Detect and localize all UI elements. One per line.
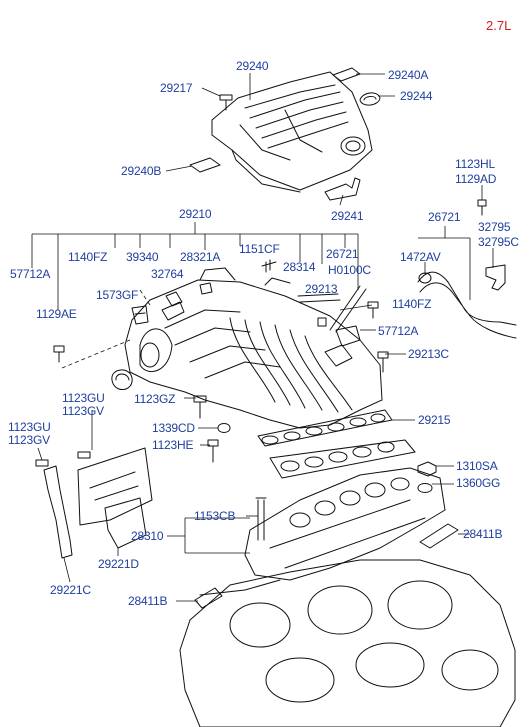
part-label-29221D[interactable]: 29221D (98, 557, 139, 571)
bolt-1123GU-b (35, 459, 49, 467)
part-label-57712A-right[interactable]: 57712A (378, 324, 419, 338)
part-label-1123GZ[interactable]: 1123GZ (134, 392, 176, 406)
part-label-29241[interactable]: 29241 (331, 209, 364, 223)
pipe-H0100C (329, 285, 367, 333)
fitting-29213 (317, 317, 327, 327)
part-label-1123HL[interactable]: 1123HL (455, 157, 495, 171)
bolt-1123HL (477, 199, 487, 216)
part-label-29221C[interactable]: 29221C (50, 583, 91, 597)
washer-1339CD (217, 423, 231, 433)
stud-1153CB (255, 497, 267, 541)
part-label-1129AE[interactable]: 1129AE (36, 307, 77, 321)
part-label-1123HE[interactable]: 1123HE (152, 438, 194, 452)
plug-28321A (199, 282, 213, 295)
engine-version-label: 2.7L (486, 18, 512, 33)
gasket-28411B-right (419, 523, 459, 549)
part-label-28411B-right[interactable]: 28411B (463, 527, 503, 541)
bolt-29217 (219, 94, 233, 111)
part-label-1472AV[interactable]: 1472AV (400, 250, 441, 264)
part-label-1123GU-upper[interactable]: 1123GU (62, 391, 105, 405)
part-label-28411B-left[interactable]: 28411B (128, 594, 168, 608)
part-label-28310[interactable]: 28310 (131, 529, 164, 543)
part-label-32795[interactable]: 32795 (478, 220, 511, 234)
gasket-28411B-left (194, 587, 223, 609)
part-label-1123GU-lower[interactable]: 1123GU (8, 420, 51, 434)
intake-manifold (124, 267, 383, 429)
part-label-57712A-left[interactable]: 57712A (10, 267, 51, 281)
lower-manifold (244, 467, 446, 581)
lower-gasket (269, 439, 416, 479)
part-label-1151CF[interactable]: 1151CF (239, 242, 280, 256)
bracket-32764 (161, 301, 185, 321)
sensor-1573GF (131, 305, 149, 325)
part-label-1140FZ-right[interactable]: 1140FZ (392, 297, 432, 311)
bracket-29241 (324, 177, 361, 201)
part-label-26721-hose[interactable]: 26721 (428, 210, 461, 224)
part-label-32795C[interactable]: 32795C (478, 235, 519, 249)
part-label-28321A[interactable]: 28321A (180, 250, 221, 264)
valve-57712A (335, 325, 361, 347)
cap-29244 (359, 92, 381, 106)
part-label-29240B[interactable]: 29240B (121, 164, 162, 178)
o-ring-gasket (111, 369, 133, 390)
bracket-29221D-lower (104, 497, 147, 549)
part-label-1140FZ-top[interactable]: 1140FZ (68, 250, 108, 264)
part-label-1153CB[interactable]: 1153CB (194, 509, 236, 523)
bolt-1123GZ (193, 395, 207, 419)
stud-1151CF (261, 259, 277, 273)
pad-29240B (189, 157, 221, 173)
bolt-1123GU-a (77, 451, 91, 459)
part-label-26721-manifold[interactable]: 26721 (326, 247, 359, 261)
bolt-1129AE (53, 345, 65, 363)
part-label-39340[interactable]: 39340 (126, 250, 159, 264)
bolt-1123HE (207, 439, 219, 463)
part-label-28314[interactable]: 28314 (283, 260, 316, 274)
part-label-29240A[interactable]: 29240A (388, 68, 429, 82)
engine-block (179, 559, 516, 727)
bracket-29221D (77, 447, 153, 526)
part-label-29240[interactable]: 29240 (236, 59, 269, 73)
bolt-1140FZ (367, 301, 379, 319)
part-label-29244[interactable]: 29244 (400, 89, 433, 103)
part-label-1310SA[interactable]: 1310SA (456, 459, 498, 473)
part-label-H0100C[interactable]: H0100C (328, 263, 371, 277)
part-label-1573GF[interactable]: 1573GF (96, 288, 139, 302)
bracket-32795 (485, 264, 506, 291)
part-label-29215[interactable]: 29215 (418, 413, 451, 427)
part-label-29210[interactable]: 29210 (179, 207, 212, 221)
bolt-29213C (377, 351, 389, 373)
rod-28314 (297, 293, 341, 303)
part-label-1123GV-lower[interactable]: 1123GV (8, 433, 50, 447)
sensor-39340 (165, 291, 183, 307)
gasket-29215 (257, 409, 393, 447)
nut-1310SA (417, 461, 437, 477)
bracket-29221C (43, 465, 73, 559)
engine-cover (211, 71, 373, 193)
part-label-1360GG[interactable]: 1360GG (456, 476, 501, 490)
part-label-1339CD[interactable]: 1339CD (152, 421, 195, 435)
washer-1360GG (417, 483, 433, 493)
part-label-29213[interactable]: 29213 (305, 282, 338, 296)
pcv-hose-26721 (417, 271, 517, 339)
part-label-32764[interactable]: 32764 (151, 267, 184, 281)
part-label-1123GV-upper[interactable]: 1123GV (62, 404, 104, 418)
part-label-29213C[interactable]: 29213C (408, 347, 449, 361)
part-label-29217[interactable]: 29217 (160, 81, 193, 95)
part-label-1129AD[interactable]: 1129AD (455, 172, 497, 186)
